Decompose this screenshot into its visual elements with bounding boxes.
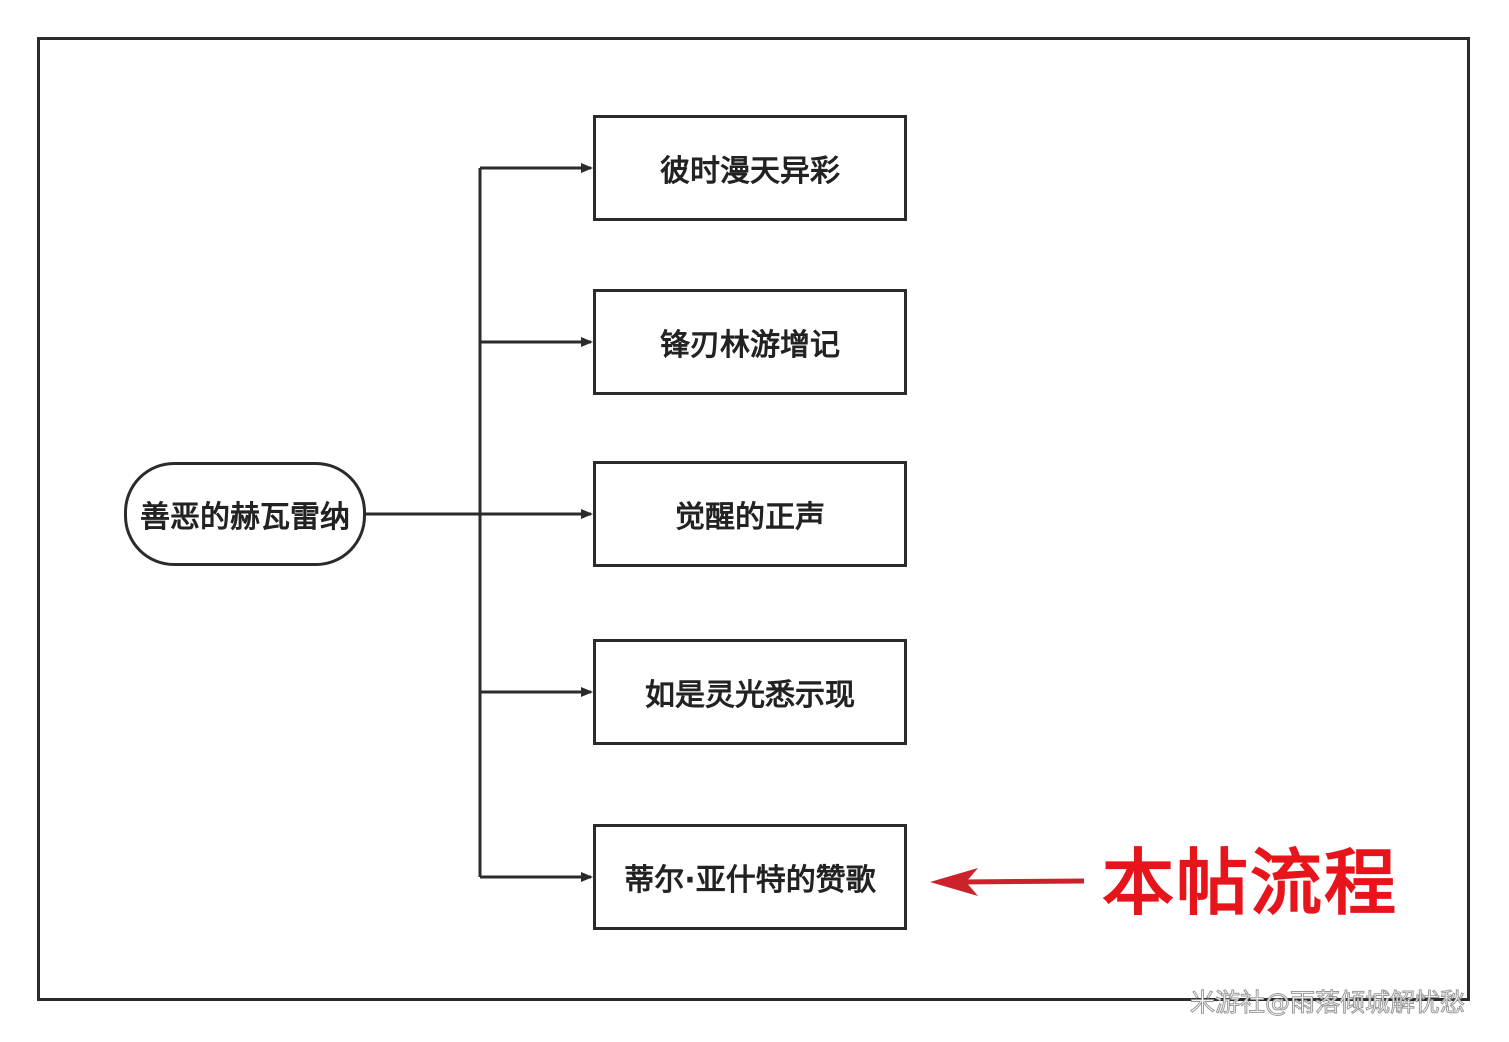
child-node-label: 彼时漫天异彩 (660, 154, 840, 189)
child-node-1: 彼时漫天异彩 (593, 115, 907, 221)
child-node-label: 如是灵光悉示现 (645, 678, 855, 713)
root-node-label: 善恶的赫瓦雷纳 (140, 500, 350, 535)
child-node-2: 锋刃林游增记 (593, 289, 907, 395)
annotation-arrow-icon (930, 868, 1085, 896)
watermark: 米游社@雨落倾城解忧愁 (1189, 988, 1466, 1018)
annotation-label: 本帖流程 (1102, 841, 1399, 925)
root-node: 善恶的赫瓦雷纳 (124, 462, 366, 566)
child-node-label: 觉醒的正声 (675, 500, 825, 535)
child-node-label: 蒂尔·亚什特的赞歌 (624, 863, 876, 898)
child-node-label: 锋刃林游增记 (660, 328, 840, 363)
child-node-5: 蒂尔·亚什特的赞歌 (593, 824, 907, 930)
diagram-frame (37, 37, 1470, 1001)
child-node-4: 如是灵光悉示现 (593, 639, 907, 745)
child-node-3: 觉醒的正声 (593, 461, 907, 567)
